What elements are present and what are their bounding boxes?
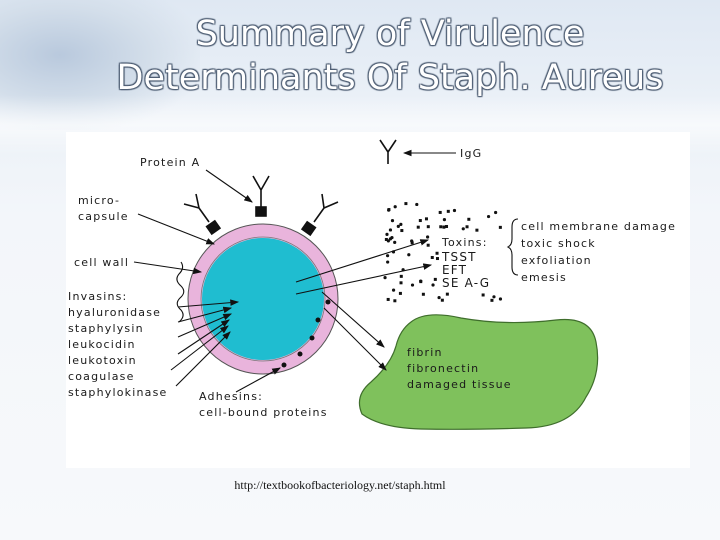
toxin-particle	[498, 297, 503, 301]
toxin-particle	[426, 225, 430, 229]
effect-item: cell membrane damage	[521, 220, 676, 233]
toxin-particle	[438, 210, 442, 214]
toxin-particle	[396, 224, 400, 228]
toxin-item: TSST	[441, 250, 477, 264]
toxin-particle	[445, 224, 449, 228]
source-url: http://textbookofbacteriology.net/staph.…	[234, 478, 446, 492]
effect-item: emesis	[521, 271, 567, 284]
toxin-particle	[388, 228, 393, 232]
title-line-2: Determinants Of Staph. Aureus	[116, 58, 664, 98]
slide-title: Summary of Virulence Determinants Of Sta…	[60, 12, 720, 100]
toxin-particle	[426, 235, 430, 239]
toxin-particles	[383, 202, 503, 303]
toxin-particle	[481, 293, 485, 297]
toxin-particle	[437, 295, 441, 300]
invasin-item: staphylysin	[68, 322, 144, 335]
toxin-particle	[419, 279, 423, 283]
toxin-particle	[385, 254, 390, 258]
toxin-particle	[445, 292, 449, 296]
toxin-particle	[490, 298, 494, 302]
toxin-particle	[386, 297, 390, 301]
invasins-header: Invasins:	[68, 290, 127, 303]
toxin-particle	[393, 205, 397, 209]
toxin-particle	[424, 217, 428, 221]
tissue-item: damaged tissue	[407, 378, 512, 391]
tissue-item: fibronectin	[407, 362, 479, 375]
tissue-item: fibrin	[407, 346, 443, 359]
microcapsule-label-2: capsule	[78, 210, 129, 223]
toxin-particle	[386, 260, 390, 264]
toxin-particle	[410, 239, 414, 243]
toxin-particle	[387, 208, 391, 212]
toxin-particle	[399, 222, 403, 226]
toxin-particle	[442, 225, 446, 229]
toxin-particle	[431, 283, 435, 287]
cytoplasm	[202, 238, 324, 360]
toxin-particle	[399, 281, 403, 285]
toxin-particle	[433, 277, 437, 281]
toxin-particle	[399, 274, 403, 278]
invasin-item: leukotoxin	[68, 354, 137, 367]
toxin-particle	[410, 283, 415, 287]
toxin-particle	[407, 253, 411, 257]
invasin-item: hyaluronidase	[68, 306, 161, 319]
annotation-arrows	[133, 149, 519, 393]
toxin-particle	[430, 255, 434, 259]
toxins-header: Toxins:	[441, 236, 488, 249]
toxin-particle	[391, 288, 396, 292]
toxin-particle	[398, 291, 402, 295]
title-line-1: Summary of Virulence	[195, 14, 585, 54]
toxin-particle	[386, 239, 390, 243]
toxin-particle	[439, 225, 443, 229]
toxin-particle	[498, 225, 502, 229]
toxin-particle	[426, 243, 430, 247]
invasin-item: leukocidin	[68, 338, 136, 351]
toxin-particle	[390, 219, 395, 223]
toxin-particle	[475, 228, 479, 232]
toxin-item: EFT	[442, 263, 467, 277]
toxin-particle	[442, 218, 447, 222]
toxin-particle	[384, 237, 388, 241]
toxin-particle	[492, 295, 496, 299]
toxin-particle	[393, 240, 397, 244]
effect-item: exfoliation	[521, 254, 592, 267]
toxin-particle	[415, 202, 419, 207]
toxin-item: SE A-G	[442, 276, 490, 290]
toxin-particle	[383, 276, 387, 280]
igg-label: IgG	[460, 147, 482, 160]
toxin-particle	[418, 219, 422, 223]
virulence-diagram: Protein A IgG micro- capsule cell wall I…	[66, 132, 690, 468]
toxin-particle	[435, 251, 439, 255]
toxin-particle	[494, 210, 498, 215]
toxin-particle	[410, 241, 414, 245]
toxin-particle	[452, 208, 457, 213]
toxin-particle	[486, 214, 491, 219]
toxin-particle	[416, 225, 420, 229]
diagram-svg: Protein A IgG micro- capsule cell wall I…	[68, 139, 676, 430]
cell-wall-label: cell wall	[74, 256, 129, 269]
toxin-particle	[400, 229, 404, 233]
damaged-tissue-blob	[358, 314, 599, 430]
toxin-particle	[404, 202, 408, 206]
effect-item: toxic shock	[521, 237, 596, 250]
cell-wall-inner-edge	[200, 236, 326, 362]
toxin-particle	[461, 227, 465, 231]
invasin-item: staphylokinase	[68, 386, 167, 399]
protein-a-igg-complexes	[183, 139, 397, 237]
toxin-particle	[440, 298, 444, 302]
toxin-particle	[465, 225, 469, 229]
protein-a-label: Protein A	[140, 156, 200, 169]
adhesins-subtitle: cell-bound proteins	[199, 406, 328, 419]
toxin-particle	[467, 217, 471, 221]
toxin-particle	[388, 237, 393, 241]
toxin-particle	[421, 292, 425, 296]
toxin-particle	[393, 299, 397, 303]
microcapsule-label-1: micro-	[78, 194, 120, 207]
adhesin-dots	[281, 299, 331, 368]
toxin-particle	[435, 257, 439, 261]
toxin-particle	[385, 232, 389, 236]
toxin-particle	[446, 209, 450, 213]
adhesins-header: Adhesins:	[199, 390, 263, 403]
invasin-item: coagulase	[68, 370, 135, 383]
